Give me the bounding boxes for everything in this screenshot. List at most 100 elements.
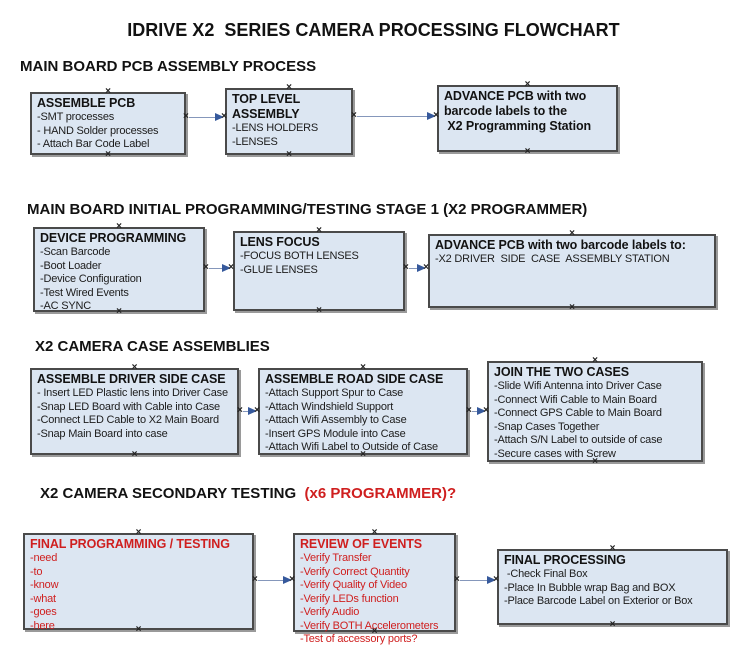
box-assemble-driver-side-case: ASSEMBLE DRIVER SIDE CASE - Insert LED P…	[30, 368, 239, 455]
box-line: -to	[30, 565, 43, 578]
box-line: -Test of accessory ports?	[300, 633, 418, 645]
box-title: TOP LEVEL ASSEMBLY	[232, 92, 303, 121]
connector-line	[243, 410, 250, 413]
box-line: -Boot Loader	[40, 259, 102, 272]
box-lens-focus: LENS FOCUS -FOCUS BOTH LENSES-GLUE LENSE…	[233, 231, 405, 311]
connector-arrow	[183, 112, 227, 122]
box-line: -Insert GPS Module into Case	[265, 427, 406, 440]
box-line: -GLUE LENSES	[240, 263, 318, 276]
box-title: FINAL PROCESSING	[504, 553, 626, 567]
box-title: ADVANCE PCB with two barcode labels to t…	[444, 89, 592, 133]
box-line: -know	[30, 579, 59, 591]
box-advance-pcb-programming-station: ADVANCE PCB with two barcode labels to t…	[437, 85, 618, 152]
box-review-of-events: REVIEW OF EVENTS -Verify Transfer-Verify…	[293, 533, 456, 645]
connector-line	[189, 116, 217, 119]
box-device-programming: DEVICE PROGRAMMING -Scan Barcode-Boot Lo…	[33, 227, 205, 312]
box-line: -Attach S/N Label to outside of case	[494, 434, 663, 446]
section-header-case-assemblies: X2 CAMERA CASE ASSEMBLIES	[35, 338, 270, 355]
connector-arrow	[454, 575, 499, 585]
connector-arrow	[252, 575, 295, 585]
connector-line	[258, 579, 285, 582]
box-lines: -SMT processes- HAND Solder processes- A…	[37, 111, 181, 152]
box-line: -Connect LED Cable to X2 Main Board	[37, 414, 219, 426]
box-line: -Verify Correct Quantity	[300, 565, 410, 578]
box-advance-pcb-driver-side-station: ADVANCE PCB with two barcode labels to: …	[428, 234, 716, 308]
box-line: -Place In Bubble wrap Bag and BOX	[504, 581, 676, 594]
box-line: -Snap LED Board with Cable into Case	[37, 400, 220, 413]
connector-arrow	[203, 263, 234, 273]
box-line: -SMT processes	[37, 111, 115, 123]
connector-line	[357, 115, 429, 118]
box-line: -Place Barcode Label on Exterior or Box	[504, 595, 693, 607]
box-line: -X2 DRIVER SIDE CASE ASSEMBLY STATION	[435, 253, 670, 265]
connector-line	[409, 267, 419, 270]
connector-arrow	[466, 406, 489, 416]
box-title: ASSEMBLE ROAD SIDE CASE	[265, 372, 444, 386]
box-line: -LENS HOLDERS	[232, 122, 319, 134]
box-line: -Device Configuration	[40, 273, 142, 285]
box-line: -Verify LEDs function	[300, 592, 399, 605]
box-title: ASSEMBLE PCB	[37, 96, 136, 110]
arrowhead-icon	[487, 576, 496, 584]
section-header-black-part: X2 CAMERA SECONDARY TESTING	[40, 485, 305, 502]
box-line: -Attach Windshield Support	[265, 400, 394, 413]
section-header-initial-programming: MAIN BOARD INITIAL PROGRAMMING/TESTING S…	[27, 201, 588, 218]
box-lines: -Attach Support Spur to Case-Attach Wind…	[265, 387, 463, 455]
box-assemble-pcb: ASSEMBLE PCB -SMT processes- HAND Solder…	[30, 92, 186, 155]
connector-line	[472, 410, 479, 413]
arrowhead-icon	[427, 112, 436, 120]
box-title: ADVANCE PCB with two barcode labels to:	[435, 238, 686, 252]
box-line: -AC SYNC	[40, 300, 91, 312]
box-line: -FOCUS BOTH LENSES	[240, 250, 359, 262]
box-line: -Connect GPS Cable to Main Board	[494, 407, 662, 419]
box-line: - HAND Solder processes	[37, 124, 159, 137]
box-line: -Slide Wifi Antenna into Driver Case	[494, 380, 662, 392]
connector-arrow	[237, 406, 260, 416]
box-join-the-two-cases: JOIN THE TWO CASES -Slide Wifi Antenna i…	[487, 361, 703, 462]
box-line: -goes	[30, 606, 57, 618]
box-final-programming-testing: FINAL PROGRAMMING / TESTING -need-to-kno…	[23, 533, 254, 632]
arrowhead-icon	[283, 576, 292, 584]
box-title: FINAL PROGRAMMING / TESTING	[30, 537, 230, 551]
box-line: -need	[30, 552, 58, 564]
box-lines: - Insert LED Plastic lens into Driver Ca…	[37, 387, 234, 441]
box-lines: -Verify Transfer-Verify Correct Quantity…	[300, 552, 451, 647]
connector-arrow	[403, 263, 429, 273]
arrowhead-icon	[222, 264, 231, 272]
box-line: -Attach Wifi Label to Outside of Case	[265, 441, 438, 453]
box-lines: -X2 DRIVER SIDE CASE ASSEMBLY STATION	[435, 253, 711, 267]
box-lines: -Scan Barcode-Boot Loader-Device Configu…	[40, 246, 200, 314]
section-header-pcb-assembly: MAIN BOARD PCB ASSEMBLY PROCESS	[20, 58, 317, 75]
box-line: -Scan Barcode	[40, 246, 111, 258]
box-lines: -FOCUS BOTH LENSES-GLUE LENSES	[240, 250, 400, 277]
box-line: -what	[30, 592, 56, 605]
box-title: JOIN THE TWO CASES	[494, 365, 630, 379]
box-line: -Verify Audio	[300, 606, 360, 618]
connector-line	[460, 579, 489, 582]
arrowhead-icon	[477, 407, 486, 415]
box-lines: -Slide Wifi Antenna into Driver Case-Con…	[494, 380, 698, 461]
box-line: -Snap Cases Together	[494, 420, 600, 433]
box-line: -Test Wired Events	[40, 286, 129, 299]
box-title: REVIEW OF EVENTS	[300, 537, 423, 551]
box-line: -LENSES	[232, 135, 278, 148]
box-line: -Verify BOTH Accelerometers	[300, 619, 439, 632]
box-line: -Secure cases with Screw	[494, 447, 616, 460]
box-line: -Attach Support Spur to Case	[265, 387, 404, 399]
connector-line	[209, 267, 224, 270]
box-title: LENS FOCUS	[240, 235, 320, 249]
box-line: -Connect Wifi Cable to Main Board	[494, 393, 657, 406]
arrowhead-icon	[215, 113, 224, 121]
box-lines: -Check Final Box-Place In Bubble wrap Ba…	[504, 568, 723, 609]
box-assemble-road-side-case: ASSEMBLE ROAD SIDE CASE -Attach Support …	[258, 368, 468, 455]
box-line: -Snap Main Board into case	[37, 427, 168, 440]
box-line: -Check Final Box	[504, 568, 588, 580]
connector-arrow	[351, 111, 439, 121]
arrowhead-icon	[248, 407, 257, 415]
box-line: -Verify Quality of Video	[300, 579, 407, 591]
box-line: - Attach Bar Code Label	[37, 138, 150, 150]
arrowhead-icon	[417, 264, 426, 272]
box-line: -Verify Transfer	[300, 552, 372, 564]
box-top-level-assembly: TOP LEVEL ASSEMBLY -LENS HOLDERS-LENSES	[225, 88, 353, 155]
